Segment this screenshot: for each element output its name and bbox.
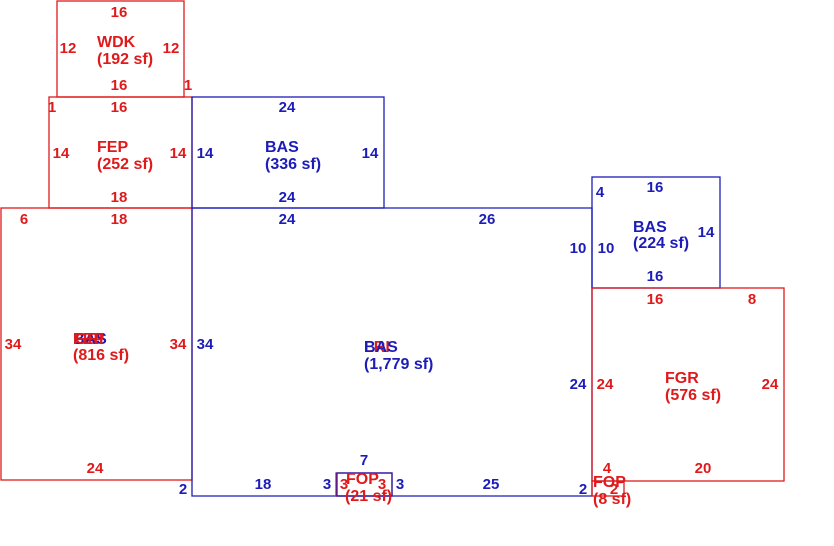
left-name-a: BAS bbox=[73, 331, 107, 348]
basr-right-dim: 14 bbox=[698, 224, 715, 241]
main-bottom-dim-a: 18 bbox=[255, 476, 272, 493]
bas-top-right-dim: 14 bbox=[362, 145, 379, 162]
basr-area: (224 sf) bbox=[633, 235, 689, 252]
fgr-area: (576 sf) bbox=[665, 387, 721, 404]
fop-right-outline bbox=[591, 480, 625, 497]
fep-left-dim: 14 bbox=[53, 145, 70, 162]
wdk-left-dim: 12 bbox=[60, 40, 77, 57]
wdk-bottom-dim: 16 bbox=[111, 77, 128, 94]
wdk-name: WDK bbox=[97, 34, 136, 51]
fgr-left-dim: 24 bbox=[597, 376, 614, 393]
fopr-area: (8 sf) bbox=[593, 491, 631, 508]
fop-left-dim: 3 bbox=[340, 476, 348, 493]
main-bottom-dim-b: 3 bbox=[323, 476, 331, 493]
left-name-b: FEP bbox=[73, 331, 104, 348]
bas-top-top-dim: 24 bbox=[279, 99, 296, 116]
fgr-corner-dim: 4 bbox=[603, 460, 612, 477]
main-bottom-corner-dim: 2 bbox=[179, 481, 187, 498]
fop-right-dim-blue: 3 bbox=[396, 476, 404, 493]
main-top-dim-b: 26 bbox=[479, 211, 496, 228]
wdk-area: (192 sf) bbox=[97, 51, 153, 68]
main-bottom-dim-c: 25 bbox=[483, 476, 500, 493]
bas-top-bottom-dim: 24 bbox=[279, 189, 296, 206]
bas-top-area: (336 sf) bbox=[265, 156, 321, 173]
wdk-right-dim: 12 bbox=[163, 40, 180, 57]
left-corner-dim: 6 bbox=[20, 211, 28, 228]
fep-corner-dim: 1 bbox=[48, 99, 56, 116]
fop-bottom-name: FOP bbox=[346, 471, 379, 488]
fgr-top-dim-b: 8 bbox=[748, 291, 756, 308]
fopr-dim: 2 bbox=[610, 481, 618, 498]
basr-bottom-dim: 16 bbox=[647, 268, 664, 285]
bas-top-left-dim: 14 bbox=[197, 145, 214, 162]
fep-right-dim: 14 bbox=[170, 145, 187, 162]
main-area: (1,779 sf) bbox=[364, 356, 433, 373]
basr-left-dim: 10 bbox=[598, 240, 615, 257]
fop-bottom-blue-outline bbox=[336, 472, 393, 497]
fgr-name: FGR bbox=[665, 370, 699, 387]
fop-top-dim: 7 bbox=[360, 452, 368, 469]
fep-area: (252 sf) bbox=[97, 156, 153, 173]
fgr-outline bbox=[591, 287, 785, 482]
fopr-name: FOP bbox=[593, 474, 626, 491]
wdk-top-dim: 16 bbox=[111, 4, 128, 21]
fgr-top-dim-a: 16 bbox=[647, 291, 664, 308]
left-bottom-dim: 24 bbox=[87, 460, 104, 477]
left-right-dim: 34 bbox=[170, 336, 187, 353]
left-name-c: GRI bbox=[75, 331, 103, 348]
fop-bottom-area: (21 sf) bbox=[345, 488, 392, 505]
wdk-corner-dim: 1 bbox=[184, 77, 192, 94]
main-name-a: BAS bbox=[364, 339, 398, 356]
main-right-lower-dim: 24 bbox=[570, 376, 587, 393]
fep-top-dim: 16 bbox=[111, 99, 128, 116]
fep-name: FEP bbox=[97, 139, 128, 156]
main-bottom-right-corner-dim: 2 bbox=[579, 481, 587, 498]
main-top-dim-a: 24 bbox=[279, 211, 296, 228]
left-top-dim: 18 bbox=[111, 211, 128, 228]
bas-top-name: BAS bbox=[265, 139, 299, 156]
main-left-dim: 34 bbox=[197, 336, 214, 353]
left-area: (816 sf) bbox=[73, 347, 129, 364]
basr-corner-dim: 4 bbox=[596, 184, 605, 201]
main-name-b: LRI bbox=[364, 339, 390, 356]
basr-top-dim: 16 bbox=[647, 179, 664, 196]
basr-name: BAS bbox=[633, 219, 667, 236]
fgr-bottom-dim: 20 bbox=[695, 460, 712, 477]
left-left-dim: 34 bbox=[5, 336, 22, 353]
fep-bottom-dim: 18 bbox=[111, 189, 128, 206]
main-right-upper-dim: 10 bbox=[570, 240, 587, 257]
fgr-right-dim: 24 bbox=[762, 376, 779, 393]
fop-right-dim: 3 bbox=[378, 476, 386, 493]
